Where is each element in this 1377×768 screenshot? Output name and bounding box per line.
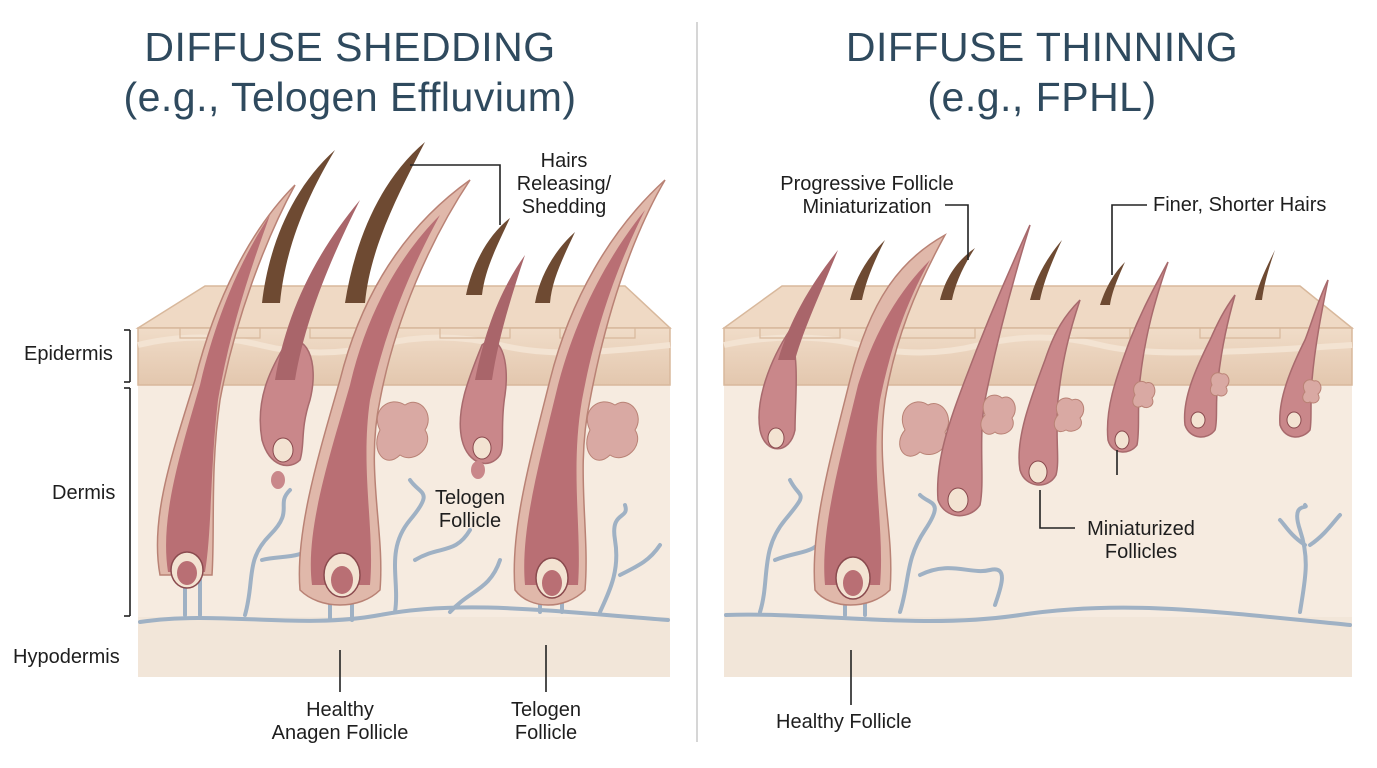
left-shedding-hair-1 bbox=[262, 150, 335, 303]
right-leaders bbox=[850, 204, 1147, 705]
right-title: DIFFUSE THINNING (e.g., FPHL) bbox=[722, 22, 1362, 122]
left-club-follicle-1 bbox=[259, 340, 314, 467]
right-title-line1: DIFFUSE THINNING bbox=[845, 24, 1239, 70]
left-title-line2: (e.g., Telogen Effluvium) bbox=[123, 74, 577, 120]
healthy-follicle-label: Healthy Follicle bbox=[776, 711, 912, 733]
left-shedding-hair-3 bbox=[466, 218, 510, 295]
right-follicles bbox=[758, 224, 1329, 606]
left-shedding-hair-2 bbox=[345, 142, 425, 303]
right-title-line2: (e.g., FPHL) bbox=[927, 74, 1157, 120]
telogen-follicle-inner-label: Telogen Follicle bbox=[420, 487, 520, 533]
miniaturized-follicles-line1: Miniaturized bbox=[1087, 518, 1195, 540]
healthy-anagen-line2: Anagen Follicle bbox=[271, 722, 409, 744]
epidermis-label: Epidermis bbox=[24, 343, 113, 365]
dermis-label: Dermis bbox=[52, 482, 116, 504]
finer-shorter-label: Finer, Shorter Hairs bbox=[1153, 194, 1327, 216]
left-shedding-hair-4 bbox=[535, 232, 575, 303]
progressive-miniaturization-line1: Progressive Follicle bbox=[780, 173, 954, 195]
telogen-follicle-bottom-line2: Follicle bbox=[514, 722, 578, 744]
left-telogen-follicle bbox=[459, 340, 508, 465]
left-title-line1: DIFFUSE SHEDDING bbox=[144, 24, 556, 70]
progressive-miniaturization-label: Progressive Follicle Miniaturization bbox=[762, 173, 972, 219]
left-title: DIFFUSE SHEDDING (e.g., Telogen Effluviu… bbox=[30, 22, 670, 122]
hypodermis-label: Hypodermis bbox=[13, 646, 120, 668]
telogen-follicle-inner-line2: Follicle bbox=[438, 510, 502, 532]
hairs-releasing-line1: Hairs bbox=[540, 150, 588, 172]
progressive-miniaturization-line2: Miniaturization bbox=[802, 196, 932, 218]
right-hypodermis bbox=[724, 615, 1352, 677]
telogen-follicle-inner-line1: Telogen bbox=[434, 487, 506, 509]
telogen-follicle-bottom-label: Telogen Follicle bbox=[496, 699, 596, 745]
miniaturized-follicles-line2: Follicles bbox=[1104, 541, 1178, 563]
hairs-releasing-line3: Shedding bbox=[521, 196, 607, 218]
healthy-anagen-label: Healthy Anagen Follicle bbox=[240, 699, 440, 745]
telogen-follicle-bottom-line1: Telogen bbox=[510, 699, 582, 721]
hairs-releasing-label: Hairs Releasing/ Shedding bbox=[514, 150, 614, 219]
left-follicles bbox=[156, 142, 666, 606]
healthy-anagen-line1: Healthy bbox=[306, 699, 374, 721]
left-leaders bbox=[124, 164, 547, 692]
hairs-releasing-line2: Releasing/ bbox=[516, 173, 612, 195]
right-blood-vessels bbox=[724, 478, 1352, 627]
left-hypodermis bbox=[138, 615, 670, 677]
miniaturized-follicles-label: Miniaturized Follicles bbox=[1076, 518, 1206, 564]
